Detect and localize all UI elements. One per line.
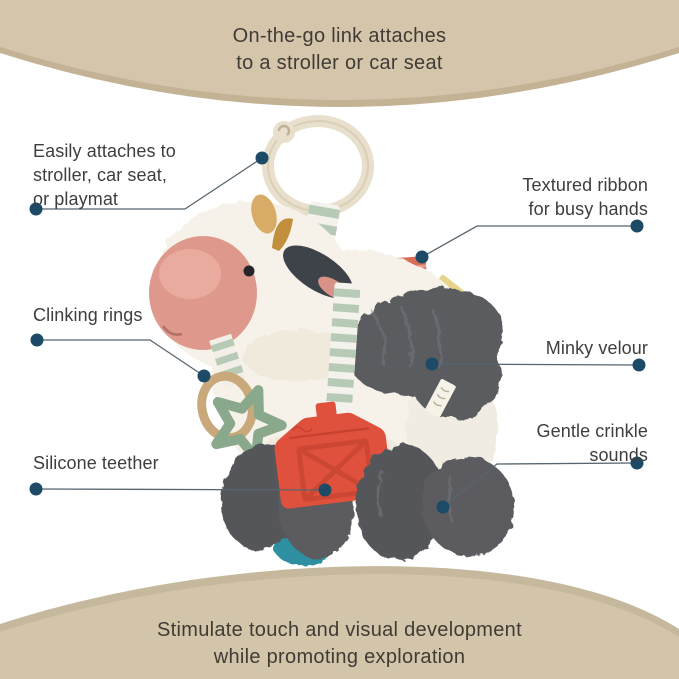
horn bbox=[272, 218, 293, 251]
dot-minky-label bbox=[632, 358, 646, 372]
dot-silicone-label bbox=[29, 482, 43, 496]
connector-easily-attaches bbox=[36, 157, 263, 210]
label-line: sounds bbox=[589, 445, 648, 465]
label-clinking-rings: Clinking rings bbox=[33, 303, 142, 327]
label-easily-attaches: Easily attaches to stroller, car seat, o… bbox=[33, 139, 176, 211]
label-gentle-crinkle-sounds: Gentle crinkle sounds bbox=[537, 419, 648, 467]
embossed-logo bbox=[291, 426, 313, 433]
cow-head-details bbox=[149, 194, 353, 350]
left-ear bbox=[251, 194, 277, 234]
label-minky-velour: Minky velour bbox=[546, 336, 648, 360]
label-line: Silicone teether bbox=[33, 453, 159, 473]
label-textured-ribbon: Textured ribbon for busy hands bbox=[522, 173, 648, 221]
bottom-heading-line2: while promoting exploration bbox=[213, 646, 466, 668]
connector-silicone-teether bbox=[35, 488, 326, 491]
attachment-ring bbox=[262, 115, 374, 217]
connector-gentle-crinkle bbox=[442, 462, 638, 508]
top-heading-line1: On-the-go link attaches bbox=[232, 25, 447, 47]
dot-crinkle-label bbox=[630, 456, 644, 470]
connector-textured-ribbon bbox=[421, 225, 637, 258]
dot-crinkle-target bbox=[436, 500, 450, 514]
dot-clinking-label bbox=[30, 333, 44, 347]
bottom-heading-line1: Stimulate touch and visual development bbox=[157, 619, 522, 641]
callout-connectors bbox=[35, 157, 640, 508]
eye bbox=[243, 265, 255, 277]
top-heading-line2: to a stroller or car seat bbox=[236, 52, 443, 74]
dot-clinking-target bbox=[197, 369, 211, 383]
ring-clasp bbox=[273, 121, 295, 143]
dot-silicone-target bbox=[318, 483, 332, 497]
dot-minky-target bbox=[425, 357, 439, 371]
star-ring bbox=[211, 385, 287, 464]
connector-minky-velour bbox=[431, 363, 640, 366]
label-line: Gentle crinkle bbox=[536, 421, 648, 441]
feet-front bbox=[355, 444, 515, 560]
top-arch bbox=[0, 0, 679, 107]
clinking-rings-toy bbox=[197, 333, 287, 464]
callout-dots bbox=[29, 151, 646, 514]
label-line: Minky velour bbox=[545, 338, 648, 358]
bottom-dome bbox=[0, 566, 679, 679]
connector-clinking-rings bbox=[37, 339, 205, 377]
label-line: or playmat bbox=[33, 189, 119, 209]
dot-easily-label bbox=[29, 202, 43, 216]
dot-easily-target bbox=[255, 151, 269, 165]
label-line: for busy hands bbox=[528, 199, 648, 219]
label-silicone-teether: Silicone teether bbox=[33, 451, 159, 475]
dot-textured-target bbox=[415, 250, 429, 264]
smile-stitch bbox=[161, 325, 183, 336]
fabric-tag bbox=[425, 379, 456, 418]
label-line: Clinking rings bbox=[33, 305, 143, 325]
label-line: stroller, car seat, bbox=[33, 165, 167, 185]
dot-textured-label bbox=[630, 219, 644, 233]
bottom-heading: Stimulate touch and visual development w… bbox=[0, 617, 679, 671]
top-heading: On-the-go link attaches to a stroller or… bbox=[0, 23, 679, 77]
label-line: Easily attaches to bbox=[33, 141, 176, 161]
label-line: Textured ribbon bbox=[522, 175, 648, 195]
cow-toy bbox=[149, 115, 515, 565]
side-ribbon bbox=[325, 282, 361, 420]
